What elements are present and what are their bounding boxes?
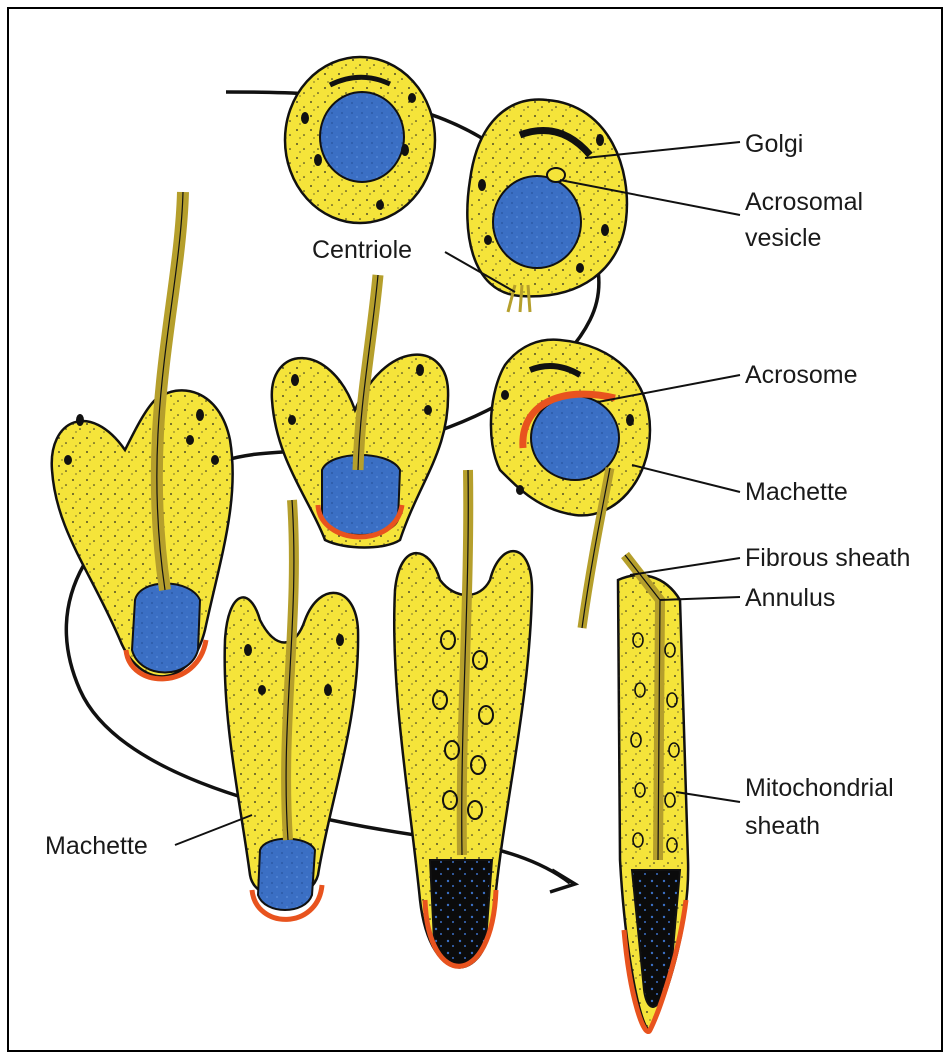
label-acrosomal-vesicle-line1: Acrosomal [745, 188, 863, 216]
label-annulus: Annulus [745, 584, 835, 612]
acrosome-phase-cell-2 [52, 192, 233, 679]
round-spermatid-cell [285, 57, 435, 223]
label-machette-right: Machette [745, 478, 848, 506]
elongating-spermatid-1 [225, 500, 358, 919]
label-acrosomal-vesicle-line2: vesicle [745, 224, 821, 252]
label-mitochondrial-sheath-line1: Mitochondrial [745, 774, 894, 802]
acrosome-phase-cell-1 [272, 275, 448, 548]
golgi-phase-cell [467, 100, 627, 312]
label-machette-left: Machette [45, 832, 148, 860]
label-golgi: Golgi [745, 130, 803, 158]
elongating-spermatid-2 [394, 470, 532, 968]
label-acrosome: Acrosome [745, 361, 858, 389]
label-centriole: Centriole [312, 236, 412, 264]
label-mitochondrial-sheath-line2: sheath [745, 812, 820, 840]
label-fibrous-sheath: Fibrous sheath [745, 544, 910, 572]
